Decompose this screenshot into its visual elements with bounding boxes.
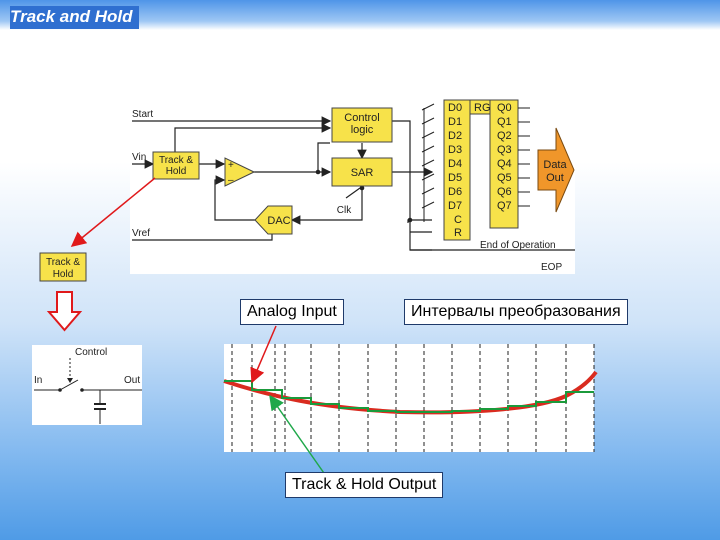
- comparator-plus: +: [228, 160, 234, 171]
- register-input-column: [443, 99, 471, 241]
- register-q3: Q3: [497, 144, 512, 156]
- register-d6: D6: [448, 186, 462, 198]
- track-hold-block-label-2: Hold: [166, 166, 187, 177]
- switch-control-label: Control: [75, 347, 107, 358]
- interval-gridlines: [231, 344, 595, 452]
- track-hold-block: [152, 151, 200, 180]
- switch-schematic: Control In Out: [32, 345, 142, 425]
- register-q0: Q0: [497, 102, 512, 114]
- control-logic-label-2: logic: [351, 124, 374, 136]
- vin-label: Vin: [132, 152, 146, 163]
- analog-input-pointer: [250, 325, 277, 384]
- register-rg: RG: [474, 102, 491, 114]
- waveform-plot: [223, 344, 598, 452]
- control-logic-label-1: Control: [344, 112, 379, 124]
- register-d1: D1: [448, 116, 462, 128]
- intervals-label: Интервалы преобразования: [404, 299, 628, 325]
- data-out-label-2: Out: [546, 172, 564, 184]
- sar-label: SAR: [351, 167, 374, 179]
- end-of-operation-label: End of Operation: [480, 240, 556, 251]
- register-q4: Q4: [497, 158, 512, 170]
- register-d7: D7: [448, 200, 462, 212]
- register-q2: Q2: [497, 130, 512, 142]
- dac-block: [254, 205, 293, 235]
- comparator-symbol: [224, 157, 256, 187]
- register-q5: Q5: [497, 172, 512, 184]
- register-c: C: [454, 214, 462, 226]
- slide-title: Track and Hold: [10, 6, 139, 29]
- register-d4: D4: [448, 158, 462, 170]
- comparator-minus: –: [228, 175, 234, 186]
- register-d3: D3: [448, 144, 462, 156]
- start-label: Start: [132, 109, 153, 120]
- analog-input-label: Analog Input: [240, 299, 344, 325]
- data-out-arrow: [537, 127, 575, 213]
- clk-label: Clk: [337, 205, 352, 216]
- dac-label: DAC: [267, 215, 290, 227]
- register-r: R: [454, 227, 462, 239]
- switch-out-label: Out: [124, 375, 140, 386]
- track-hold-output-label: Track & Hold Output: [285, 472, 444, 498]
- track-hold-output-pointer: [269, 394, 327, 477]
- register-q6: Q6: [497, 186, 512, 198]
- vref-label: Vref: [132, 228, 150, 239]
- register-d5: D5: [448, 172, 462, 184]
- down-arrow-icon: [46, 291, 83, 332]
- switch-in-label: In: [34, 375, 42, 386]
- register-q1: Q1: [497, 116, 512, 128]
- data-out-label-1: Data: [543, 159, 567, 171]
- track-hold-small-label-2: Hold: [53, 269, 74, 280]
- register-output-column: [489, 99, 519, 229]
- register-d2: D2: [448, 130, 462, 142]
- track-hold-small-block: [39, 252, 87, 282]
- sar-block: [331, 157, 393, 187]
- red-pointer-arrow: [70, 177, 156, 247]
- register-q7: Q7: [497, 200, 512, 212]
- register-d0: D0: [448, 102, 462, 114]
- control-logic-block: [331, 107, 393, 143]
- track-hold-small-label-1: Track &: [46, 257, 80, 268]
- eop-label: EOP: [541, 262, 562, 273]
- track-hold-block-label-1: Track &: [159, 155, 193, 166]
- adc-block-diagram: Start Vin Vref: [130, 98, 575, 274]
